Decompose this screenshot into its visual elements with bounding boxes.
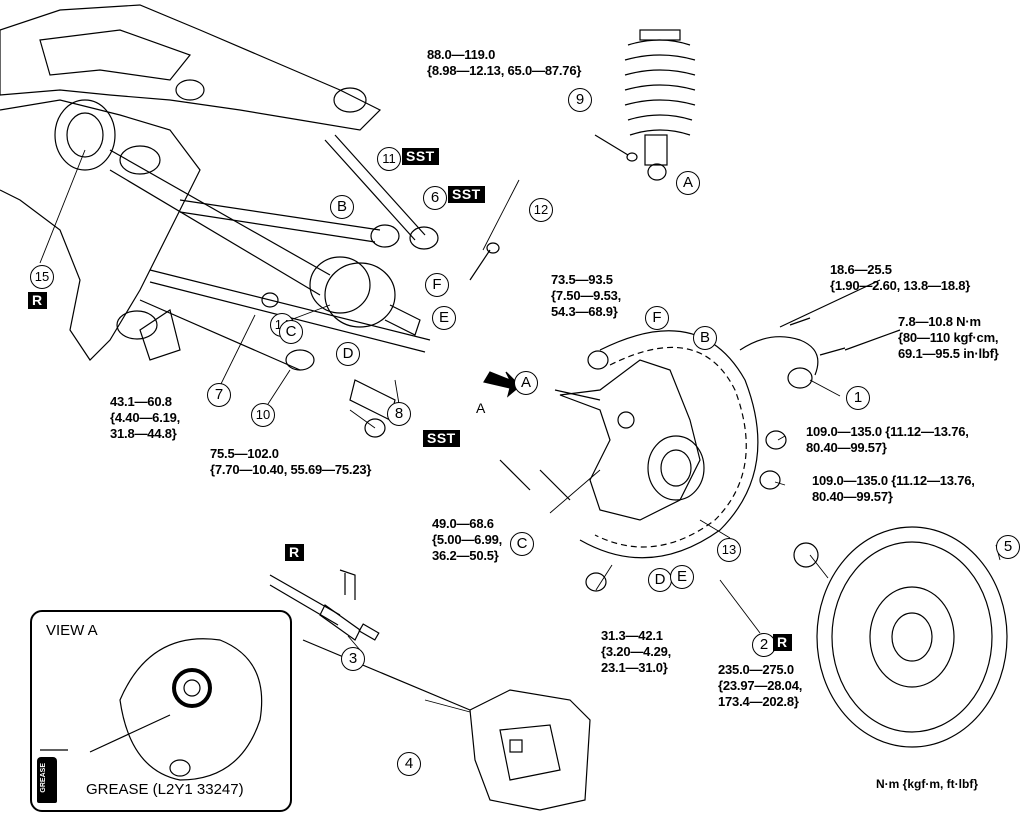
brake-disc <box>816 526 1008 748</box>
callout-4: 4 <box>397 752 421 776</box>
callout-7: 7 <box>207 383 231 407</box>
replace-tag-2: R <box>773 634 792 651</box>
callout-9: 9 <box>568 88 592 112</box>
callout-12: 12 <box>529 198 553 222</box>
callout-1: 1 <box>846 386 870 410</box>
torque-nut-e: 109.0—135.0 {11.12—13.76, 80.40—99.57} <box>812 473 975 504</box>
brake-caliper <box>302 639 591 811</box>
callout-5: 5 <box>996 535 1020 559</box>
view-a-arrow <box>483 371 521 398</box>
view-a-arrow-label: A <box>476 400 486 416</box>
view-a-inset <box>30 610 292 812</box>
callout-letter-a-knuckle: A <box>514 371 538 395</box>
leader-lines <box>39 149 1001 713</box>
parking-brake-cable <box>269 569 380 641</box>
torque-spring-bolt: 88.0—119.0 {8.98—12.13, 65.0—87.76} <box>427 47 582 78</box>
shock-absorber <box>594 29 696 181</box>
rear-subframe <box>0 4 382 361</box>
callout-13: 13 <box>717 538 741 562</box>
torque-nut-d: 31.3—42.1 {3.20—4.29, 23.1—31.0} <box>601 628 672 675</box>
torque-nut-f: 73.5—93.5 {7.50—9.53, 54.3—68.9} <box>551 272 622 319</box>
grease-can-icon: GREASE <box>37 757 57 803</box>
callout-letter-b-knuckle: B <box>693 326 717 350</box>
callout-8: 8 <box>387 402 411 426</box>
torque-abs-bracket: 18.6—25.5 {1.90—2.60, 13.8—18.8} <box>830 262 971 293</box>
rear-knuckle <box>554 359 705 521</box>
suspension-links <box>139 134 439 421</box>
view-a-title: VIEW A <box>46 622 98 639</box>
dust-shield <box>579 330 759 559</box>
callout-15: 15 <box>30 265 54 289</box>
callout-letter-c-link: C <box>279 320 303 344</box>
callout-letter-e-link: E <box>432 306 456 330</box>
torque-nut-7: 43.1—60.8 {4.40—6.19, 31.8—44.8} <box>110 394 181 441</box>
callout-6: 6 <box>423 186 447 210</box>
view-a-illustration <box>89 638 263 781</box>
callout-letter-f-knuckle: F <box>645 306 669 330</box>
torque-nut-8: 75.5—102.0 {7.70—10.40, 55.69—75.23} <box>210 446 372 477</box>
callout-letter-c-knuckle: C <box>510 532 534 556</box>
sst-tag-6: SST <box>448 186 485 203</box>
callout-letter-d-knuckle: D <box>648 568 672 592</box>
torque-caliper-bolt: 49.0—68.6 {5.00—6.99, 36.2—50.5} <box>432 516 503 563</box>
sst-tag-11: SST <box>402 148 439 165</box>
callout-letter-b-link: B <box>330 195 354 219</box>
grease-label: GREASE (L2Y1 33247) <box>86 781 244 798</box>
replace-tag-clip: R <box>285 544 304 561</box>
callout-letter-a-shock: A <box>676 171 700 195</box>
sst-tag-8: SST <box>423 430 460 447</box>
torque-nut-b: 109.0—135.0 {11.12—13.76, 80.40—99.57} <box>806 424 969 455</box>
replace-tag-15: R <box>28 292 47 309</box>
callout-letter-d-link: D <box>336 342 360 366</box>
grease-can-text: GREASE <box>40 763 47 793</box>
torque-abs-sensor: 7.8—10.8 N·m {80—110 kgf·cm, 69.1—95.5 i… <box>898 314 999 361</box>
abs-sensor <box>739 279 901 389</box>
callout-11: 11 <box>377 147 401 171</box>
fasteners <box>261 242 819 592</box>
drive-shaft <box>109 145 421 336</box>
torque-hub-nut: 235.0—275.0 {23.97—28.04, 173.4—202.8} <box>718 662 803 709</box>
callout-10: 10 <box>251 403 275 427</box>
callout-letter-f-link: F <box>425 273 449 297</box>
callout-letter-e-knuckle: E <box>670 565 694 589</box>
units-legend: N·m {kgf·m, ft·lbf} <box>876 777 978 791</box>
callout-3: 3 <box>341 647 365 671</box>
